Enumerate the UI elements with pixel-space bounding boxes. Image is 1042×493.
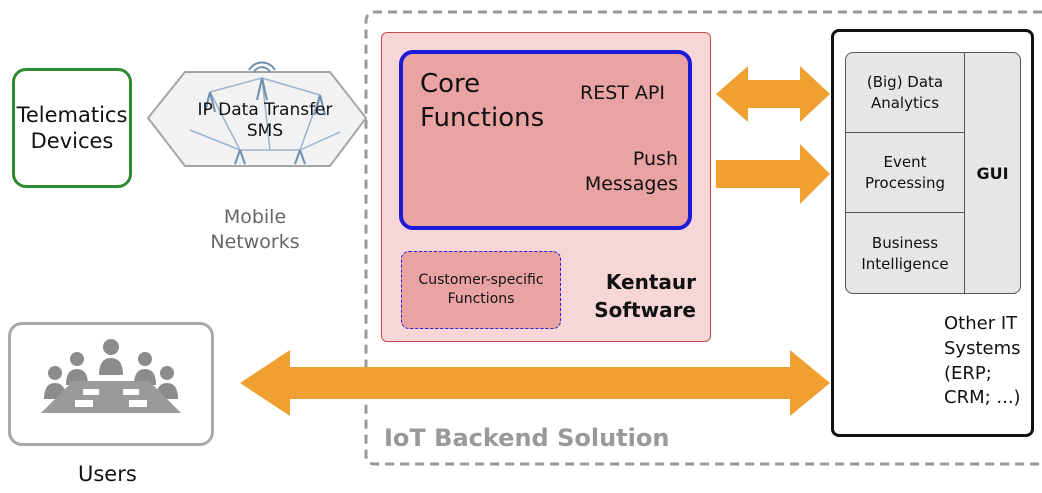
networks-text: Networks xyxy=(210,230,300,253)
gui-cell-text: Analytics xyxy=(870,93,940,112)
iot-backend-label: IoT Backend Solution xyxy=(384,424,670,452)
users-arrow xyxy=(240,350,830,416)
mobile-text: Mobile xyxy=(223,206,287,228)
backend-frame xyxy=(364,10,1042,466)
gui-cell-text: Business xyxy=(871,233,939,252)
telematics-devices-box: Telematics Devices xyxy=(12,68,132,188)
customer-specific-text: Customer-specific xyxy=(418,272,544,289)
gui-cell-text: Processing xyxy=(864,173,946,192)
customer-specific-box: Customer-specific Functions xyxy=(401,251,561,329)
push-text: Push xyxy=(632,148,678,170)
rest-api-arrow xyxy=(716,66,830,122)
gui-panel: (Big) Data Analytics Event Processing Bu… xyxy=(845,52,1021,294)
core-functions-title: Core Functions xyxy=(420,68,544,136)
users-label: Users xyxy=(78,462,137,486)
gui-cell-big-data: (Big) Data Analytics xyxy=(846,53,965,133)
rest-api-label: REST API xyxy=(580,82,665,104)
gui-cell-text: Event xyxy=(883,152,927,171)
gui-label: GUI xyxy=(976,163,1009,183)
network-icon xyxy=(146,61,368,167)
custom-functions-text: Functions xyxy=(447,291,515,307)
users-box xyxy=(8,322,214,446)
core-text: Core xyxy=(420,69,481,99)
other-it-line: Systems xyxy=(944,337,1021,359)
mobile-networks-caption: Mobile Networks xyxy=(195,205,315,254)
other-it-systems-label: Other IT Systems (ERP; CRM; ...) xyxy=(944,312,1021,411)
push-arrow xyxy=(716,144,830,204)
software-text: Software xyxy=(594,298,696,322)
gui-cell-business-intelligence: Business Intelligence xyxy=(846,213,965,293)
telematics-line2: Devices xyxy=(30,129,114,153)
telematics-line1: Telematics xyxy=(16,102,128,127)
meeting-icon xyxy=(41,339,181,413)
kentaur-software-label: Kentaur Software xyxy=(578,268,696,324)
gui-cell-text: Intelligence xyxy=(861,254,949,273)
messages-text: Messages xyxy=(584,172,678,195)
functions-text: Functions xyxy=(420,102,545,133)
kentaur-text: Kentaur xyxy=(605,270,696,294)
gui-cell-text: (Big) Data xyxy=(866,72,944,91)
other-it-line: Other IT xyxy=(944,313,1018,334)
network-transfer-label: IP Data Transfer SMS xyxy=(170,100,360,143)
other-it-line: (ERP; xyxy=(944,362,992,384)
other-it-line: CRM; ...) xyxy=(944,387,1021,409)
push-messages-label: Push Messages xyxy=(560,147,678,196)
gui-cell-event-processing: Event Processing xyxy=(846,133,965,213)
core-functions-box xyxy=(399,50,692,230)
ip-data-transfer-text: IP Data Transfer xyxy=(197,100,333,120)
sms-text: SMS xyxy=(246,121,284,142)
